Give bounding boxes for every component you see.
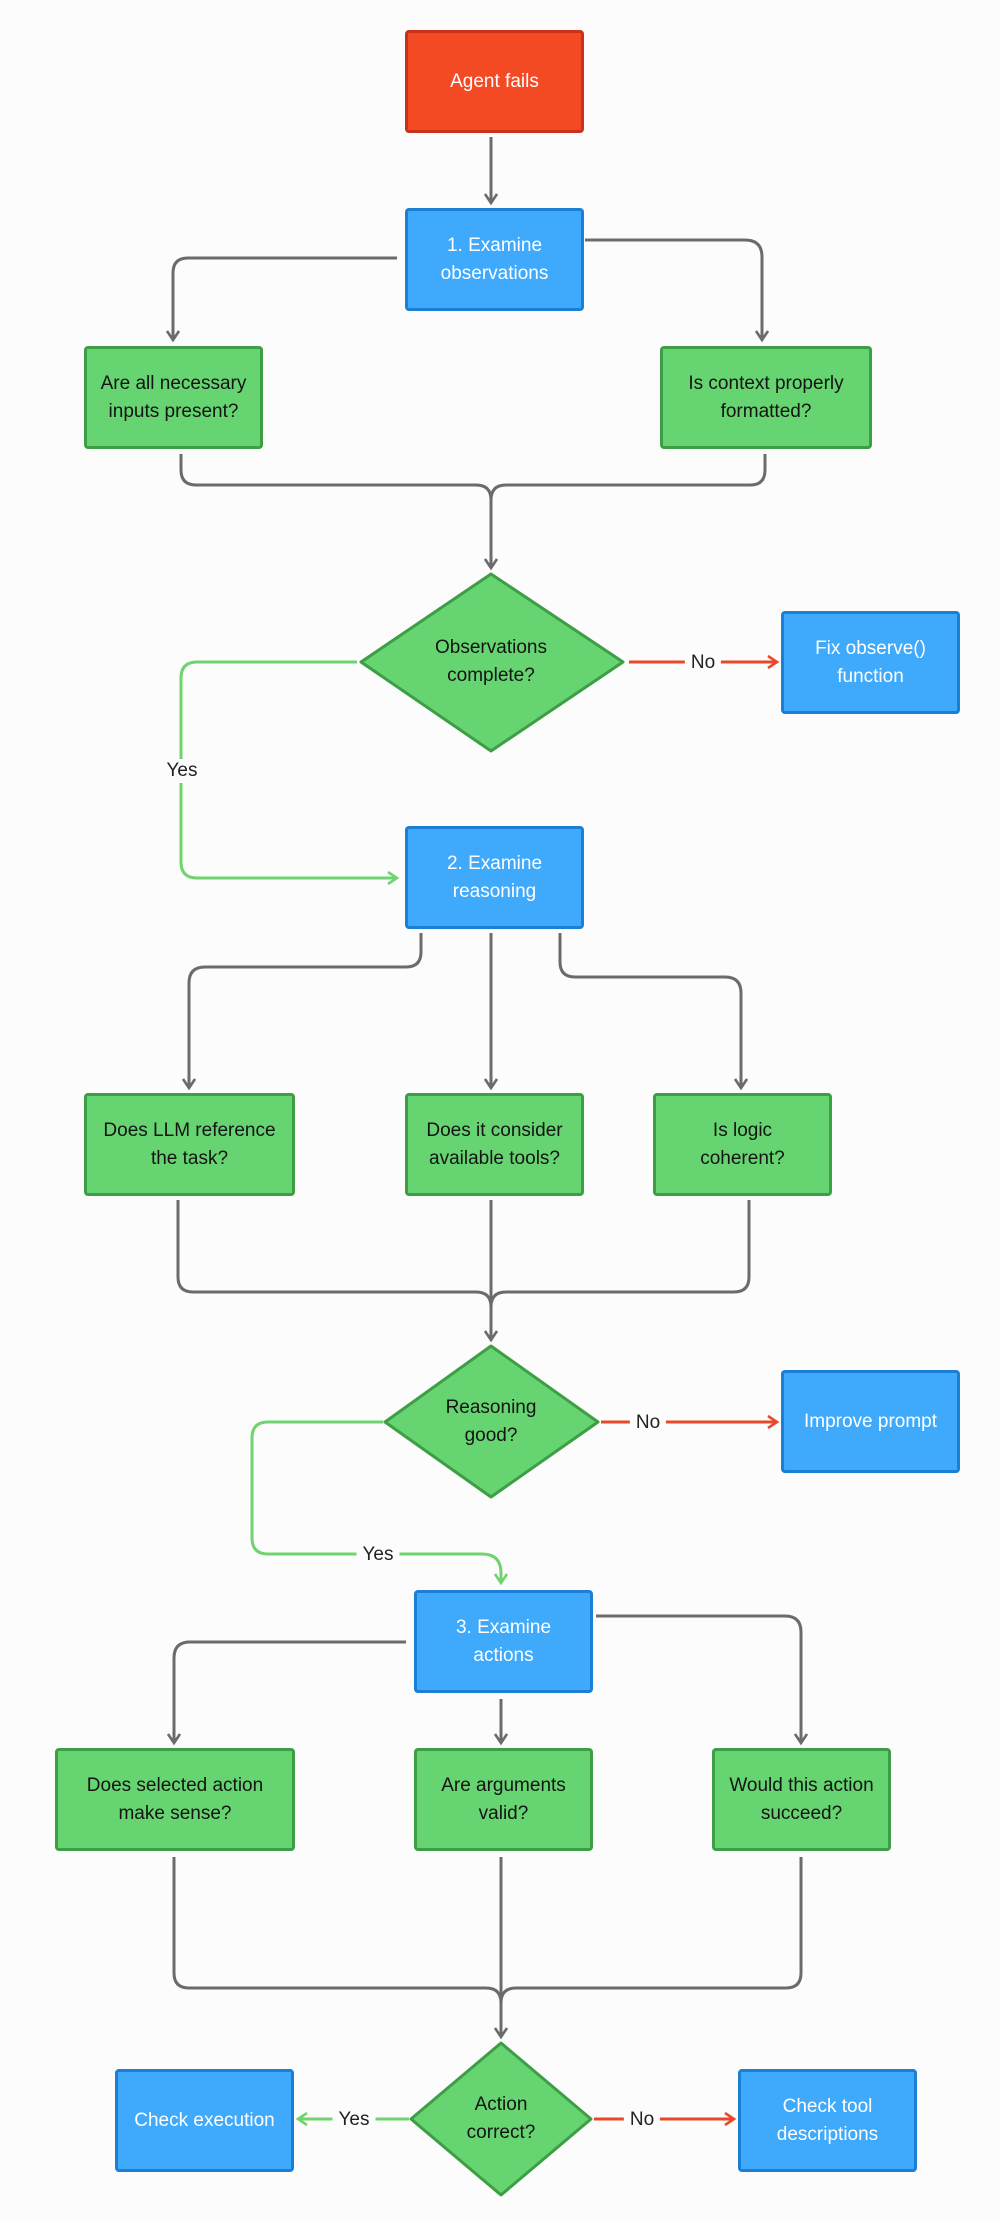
action-correct-diamond xyxy=(409,2041,593,2197)
context-formatted-node: Is context properly formatted? xyxy=(660,346,872,449)
inputs-present-label: Are all necessary inputs present? xyxy=(100,372,247,422)
edge-succeed-to-merge xyxy=(499,1857,803,2004)
examine-observations-label: 1. Examine observations xyxy=(440,234,549,284)
edge-reason-yes xyxy=(250,1420,501,1583)
action-sense-label: Does selected action make sense? xyxy=(86,1774,264,1824)
obs-yes-label: Yes xyxy=(160,759,204,783)
observations-complete-diamond xyxy=(359,572,625,753)
args-valid-node: Are arguments valid? xyxy=(414,1748,593,1851)
consider-tools-label: Does it consider available tools? xyxy=(426,1119,563,1169)
context-formatted-label: Is context properly formatted? xyxy=(688,372,844,422)
edge-llm-to-merge xyxy=(176,1200,493,1308)
action-sense-node: Does selected action make sense? xyxy=(55,1748,295,1851)
logic-coherent-label: Is logic coherent? xyxy=(700,1119,785,1169)
improve-prompt-label: Improve prompt xyxy=(803,1410,938,1432)
reasoning-good-diamond xyxy=(383,1344,600,1499)
args-valid-label: Are arguments valid? xyxy=(441,1774,566,1824)
action-succeed-node: Would this action succeed? xyxy=(712,1748,891,1851)
reason-yes-label: Yes xyxy=(356,1543,400,1567)
consider-tools-node: Does it consider available tools? xyxy=(405,1093,584,1196)
edge-context-to-merge xyxy=(489,454,767,501)
edge-observations-to-inputs xyxy=(173,256,397,340)
observations-complete-label: Observations complete? xyxy=(435,637,547,686)
check-execution-node: Check execution xyxy=(115,2069,294,2172)
reasoning-good-label: Reasoning good? xyxy=(445,1397,537,1446)
edge-logic-to-merge xyxy=(489,1200,751,1308)
examine-observations-node: 1. Examine observations xyxy=(405,208,584,311)
examine-actions-label: 3. Examine actions xyxy=(455,1616,552,1666)
edge-inputs-to-merge xyxy=(179,454,493,501)
edge-obs-yes xyxy=(179,660,397,878)
reason-no-label: No xyxy=(629,1411,667,1435)
improve-prompt-node: Improve prompt xyxy=(781,1370,960,1473)
edge-actions-to-sense xyxy=(174,1640,406,1743)
action-succeed-label: Would this action succeed? xyxy=(729,1774,874,1824)
check-tool-descriptions-label: Check tool descriptions xyxy=(776,2095,879,2145)
check-tool-descriptions-node: Check tool descriptions xyxy=(738,2069,917,2172)
edge-reasoning-to-llm xyxy=(189,933,423,1088)
edge-reasoning-to-logic xyxy=(558,933,741,1088)
obs-no-label: No xyxy=(684,651,722,675)
check-execution-label: Check execution xyxy=(134,2109,275,2131)
examine-reasoning-node: 2. Examine reasoning xyxy=(405,826,584,929)
action-correct-label: Action correct? xyxy=(466,2094,536,2143)
agent-fails-node: Agent fails xyxy=(405,30,584,133)
llm-reference-node: Does LLM reference the task? xyxy=(84,1093,295,1196)
logic-coherent-node: Is logic coherent? xyxy=(653,1093,832,1196)
inputs-present-node: Are all necessary inputs present? xyxy=(84,346,263,449)
edge-observations-to-context xyxy=(585,238,762,340)
examine-actions-node: 3. Examine actions xyxy=(414,1590,593,1693)
llm-reference-label: Does LLM reference the task? xyxy=(103,1119,276,1169)
action-yes-label: Yes xyxy=(332,2108,376,2132)
action-no-label: No xyxy=(623,2108,661,2132)
edge-actions-to-succeed xyxy=(596,1614,801,1743)
edge-sense-to-merge xyxy=(172,1857,503,2004)
fix-observe-node: Fix observe() function xyxy=(781,611,960,714)
agent-fails-label: Agent fails xyxy=(450,70,539,92)
examine-reasoning-label: 2. Examine reasoning xyxy=(446,852,543,902)
fix-observe-label: Fix observe() function xyxy=(815,637,926,687)
